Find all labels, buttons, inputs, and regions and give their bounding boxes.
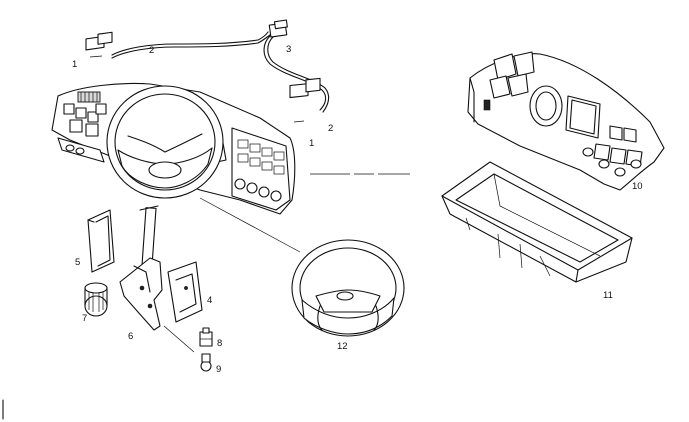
leader-lines [163, 173, 410, 353]
callout-11: 11 [603, 290, 613, 301]
callout-6: 6 [128, 331, 133, 342]
dashboard-console [467, 51, 665, 191]
connector-plug [199, 327, 213, 347]
callout-10: 10 [632, 181, 643, 192]
console-switches-left [483, 51, 535, 111]
steering-wheel [291, 239, 405, 337]
storage-tray [441, 161, 633, 283]
callout-2-top: 2 [149, 45, 154, 56]
dashboard-assembly [51, 82, 296, 215]
control-knob [84, 282, 108, 317]
callout-7: 7 [82, 313, 87, 324]
small-switch [200, 353, 212, 372]
wiring-harness [85, 19, 330, 123]
callout-9: 9 [216, 364, 221, 375]
callout-2-right: 2 [328, 123, 333, 134]
steering-column [119, 205, 163, 331]
callout-4: 4 [207, 295, 212, 306]
bracket-cover [87, 209, 115, 273]
connector-right [289, 77, 321, 123]
connector-left [85, 31, 113, 58]
callout-3: 3 [286, 44, 291, 55]
callout-12: 12 [337, 341, 348, 352]
mounting-bracket [167, 261, 203, 323]
callout-labels: 1 2 3 2 1 10 11 5 7 4 6 8 9 12 [72, 44, 643, 375]
callout-5: 5 [75, 257, 80, 268]
connector-top [268, 19, 288, 38]
callout-8: 8 [217, 338, 222, 349]
callout-1-right: 1 [309, 138, 314, 149]
callout-1-left: 1 [72, 59, 77, 70]
